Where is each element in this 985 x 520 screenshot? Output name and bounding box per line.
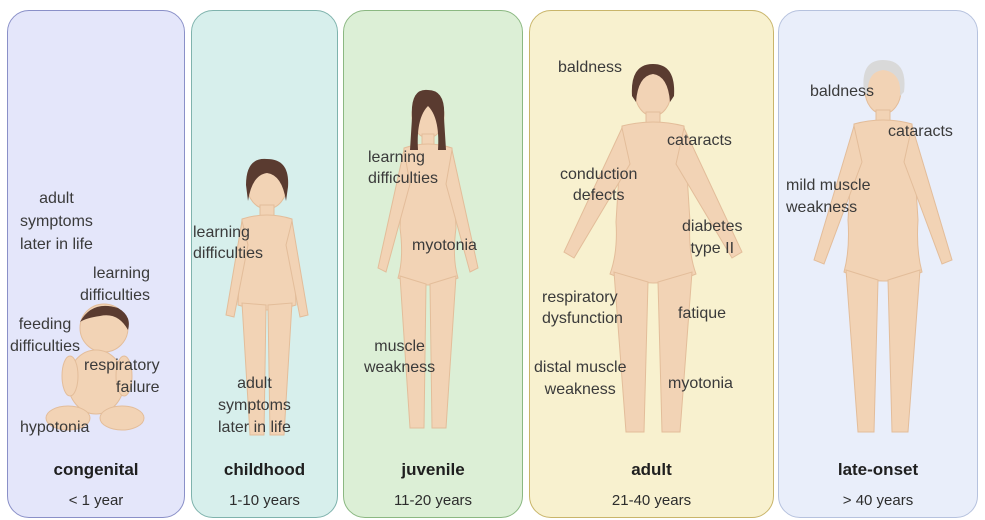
label-adult-symptoms-later: adult symptoms later in life xyxy=(218,373,291,439)
age-range-adult: 21-40 years xyxy=(529,492,774,509)
juvenile-figure-icon xyxy=(368,88,488,440)
age-range-childhood: 1-10 years xyxy=(191,492,338,509)
label-respiratory-failure: respiratory failure xyxy=(84,355,160,399)
label-respiratory-dysfunction: respiratory dysfunction xyxy=(542,287,623,329)
label-learning-difficulties: learning difficulties xyxy=(368,147,438,189)
stage-title-juvenile: juvenile xyxy=(343,460,523,480)
label-feeding-difficulties: feeding difficulties xyxy=(10,314,80,358)
label-myotonia: myotonia xyxy=(668,373,733,394)
label-fatique: fatique xyxy=(678,303,726,324)
label-baldness: baldness xyxy=(810,81,874,102)
label-muscle-weakness: muscle weakness xyxy=(364,336,435,378)
stage-title-childhood: childhood xyxy=(191,460,338,480)
label-mild-muscle-weakness: mild muscle weakness xyxy=(786,175,870,219)
label-diabetes-type-ii: diabetes type II xyxy=(682,216,743,260)
label-adult-symptoms-later: adult symptoms later in life xyxy=(20,187,93,256)
stage-title-adult: adult xyxy=(529,460,774,480)
age-range-juvenile: 11-20 years xyxy=(343,492,523,509)
label-cataracts: cataracts xyxy=(888,121,953,142)
label-myotonia: myotonia xyxy=(412,235,477,256)
label-hypotonia: hypotonia xyxy=(20,417,89,438)
stage-title-congenital: congenital xyxy=(7,460,185,480)
label-cataracts: cataracts xyxy=(667,130,732,151)
stage-title-late-onset: late-onset xyxy=(778,460,978,480)
elderly-figure-icon xyxy=(808,60,958,440)
label-distal-muscle-weakness: distal muscle weakness xyxy=(534,357,626,401)
age-range-congenital: < 1 year xyxy=(7,492,185,509)
label-learning-difficulties: learning difficulties xyxy=(80,263,150,307)
age-range-late-onset: > 40 years xyxy=(778,492,978,509)
label-conduction-defects: conduction defects xyxy=(560,164,637,206)
label-learning-difficulties: learning difficulties xyxy=(193,222,263,264)
label-baldness: baldness xyxy=(558,57,622,78)
